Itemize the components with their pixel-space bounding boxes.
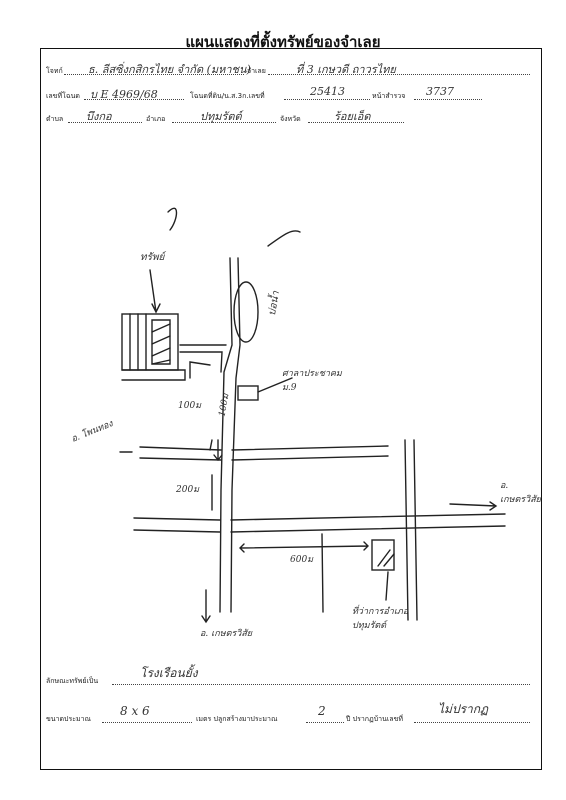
house-marker bbox=[121, 313, 179, 371]
size-line bbox=[102, 722, 192, 723]
size-value: 8 x 6 bbox=[120, 704, 150, 718]
subdistrict-line bbox=[68, 122, 142, 123]
district-line bbox=[172, 122, 276, 123]
deed-value: บ E 4969/68 bbox=[90, 88, 158, 101]
deed-label: เลขที่โฉนด bbox=[46, 92, 80, 100]
pond-marker bbox=[233, 281, 259, 343]
defendant-label: จำเลย bbox=[247, 67, 266, 75]
right-road bbox=[404, 439, 418, 621]
page-title: แผนแสดงที่ตั้งทรัพย์ของจำเลย bbox=[185, 33, 381, 51]
road-bottom-label: อ. เกษตรวิสัย bbox=[200, 629, 253, 639]
province-label: จังหวัด bbox=[280, 115, 301, 123]
property-line bbox=[112, 684, 530, 685]
years-label: ปี ปรากฏบ้านเลขที่ bbox=[346, 715, 403, 723]
dist-2-label: 200ม bbox=[176, 485, 200, 495]
survey-label: หน้าสำรวจ bbox=[372, 92, 406, 100]
size-label: ขนาดประมาณ bbox=[46, 715, 92, 723]
pole-label: ศาลาประชาคม ม.9 bbox=[282, 369, 342, 393]
lower-cross-road bbox=[133, 513, 506, 533]
house-no-value: ไม่ปรากฏ bbox=[438, 702, 489, 716]
office-marker bbox=[371, 539, 395, 571]
meter-label: เมตร ปลูกสร้างมาประมาณ bbox=[196, 715, 278, 723]
pole-marker bbox=[237, 385, 259, 401]
right-arrow bbox=[449, 501, 498, 511]
subdistrict-value: บึงกอ bbox=[86, 110, 112, 123]
road-right-label: อ. เกษตรวิสัย bbox=[500, 481, 541, 505]
plaintiff-line bbox=[64, 74, 244, 75]
district-label: อำเภอ bbox=[146, 115, 166, 123]
main-road bbox=[219, 257, 241, 613]
defendant-value: ที่ 3 เกษวดี ถาวรไทย bbox=[296, 63, 396, 76]
dist-1-label: 100ม bbox=[178, 401, 202, 411]
deed-line bbox=[84, 99, 184, 100]
years-line bbox=[306, 722, 344, 723]
house-arrow bbox=[149, 269, 161, 314]
district-value: ปทุมรัตต์ bbox=[200, 110, 242, 123]
survey-line bbox=[414, 99, 482, 100]
upper-cross-road bbox=[139, 445, 389, 461]
land-label: โฉนดที่ดิน/น.ส.3ก.เลขที่ bbox=[190, 92, 265, 100]
province-line bbox=[308, 122, 404, 123]
house-label: ทรัพย์ bbox=[140, 252, 165, 263]
office-label: ที่ว่าการอำเภอปทุมรัตต์ bbox=[352, 607, 409, 631]
dist-3-label: 600ม bbox=[290, 555, 314, 565]
land-value: 25413 bbox=[310, 85, 345, 98]
document-frame bbox=[40, 48, 542, 770]
plaintiff-label: โจทก์ bbox=[46, 67, 63, 75]
subdistrict-label: ตำบล bbox=[46, 115, 64, 123]
province-value: ร้อยเอ็ด bbox=[334, 110, 371, 123]
property-label: ลักษณะทรัพย์เป็น bbox=[46, 677, 99, 685]
land-line bbox=[284, 99, 370, 100]
defendant-line bbox=[268, 74, 530, 75]
house-access-road bbox=[179, 344, 227, 373]
house-no-line bbox=[414, 722, 530, 723]
years-value: 2 bbox=[318, 704, 326, 718]
property-value: โรงเรือนยั้ง bbox=[140, 666, 198, 680]
survey-value: 3737 bbox=[426, 85, 454, 98]
plaintiff-value: ธ. ลีสซิ่งกสิกรไทย จำกัด (มหาชน) bbox=[88, 63, 251, 76]
